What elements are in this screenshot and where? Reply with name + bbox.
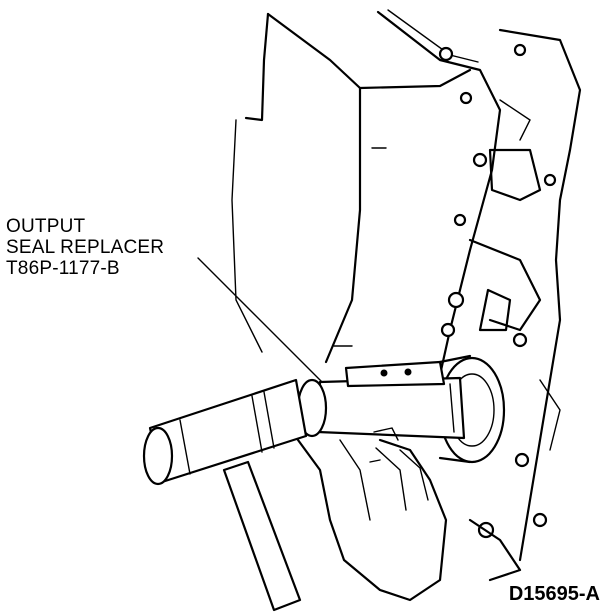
hand — [296, 427, 448, 602]
callout-line-3: T86P-1177-B — [6, 258, 120, 279]
extension-housing — [468, 28, 582, 582]
driver-handle — [142, 378, 308, 612]
callout-label: OUTPUT SEAL REPLACER T86P-1177-B — [6, 216, 164, 279]
callout-line-1: OUTPUT — [6, 216, 86, 237]
callout-leader — [197, 257, 323, 383]
flange-bolts — [438, 43, 557, 539]
seal-replacer-tool — [296, 360, 466, 440]
figure-id: D15695-A — [508, 583, 600, 605]
callout-line-2: SEAL REPLACER — [6, 237, 165, 258]
